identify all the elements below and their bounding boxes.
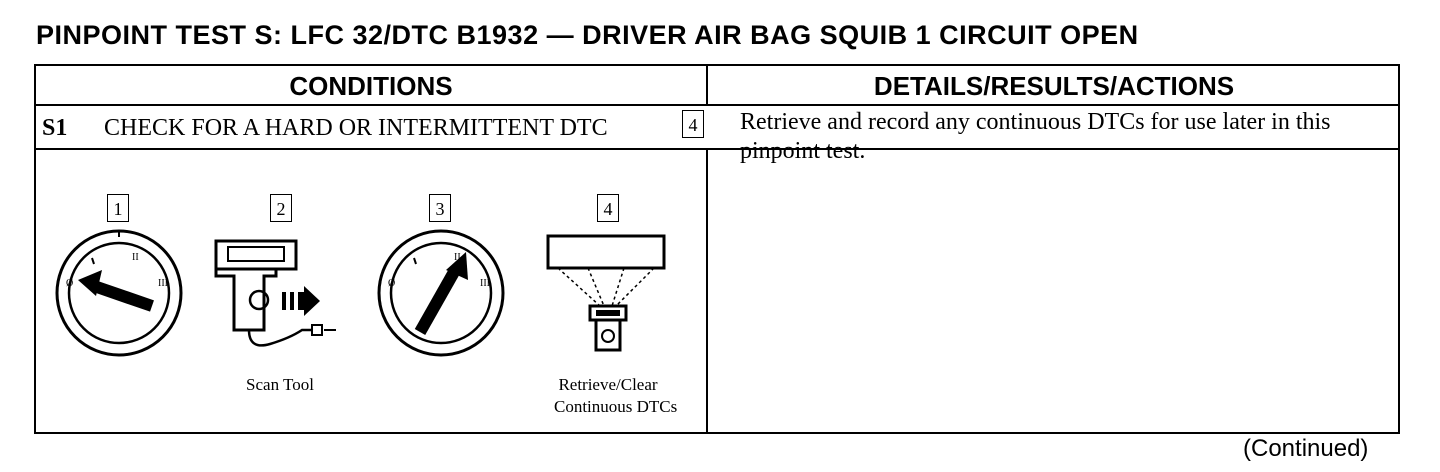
caption-line: Retrieve/Clear (558, 375, 658, 394)
scan-tool-display-icon (546, 234, 666, 352)
illustration-caption: Retrieve/Clear Continuous DTCs (554, 374, 678, 418)
illustration-number: 2 (270, 194, 292, 222)
svg-text:Ø: Ø (66, 278, 73, 289)
column-divider (706, 150, 708, 434)
header-row: CONDITIONS DETAILS/RESULTS/ACTIONS (36, 66, 1398, 106)
scan-tool-icon (214, 239, 336, 347)
illustration-number: 3 (429, 194, 451, 222)
step-id: S1 (42, 115, 68, 141)
column-divider (706, 66, 708, 106)
ignition-off-icon: Ø II III (55, 229, 183, 357)
action-text: Retrieve and record any continuous DTCs … (740, 109, 1331, 164)
page-title: PINPOINT TEST S: LFC 32/DTC B1932 — DRIV… (36, 20, 1139, 50)
illustration-caption: Scan Tool (246, 375, 314, 394)
svg-text:Ø: Ø (388, 278, 395, 289)
ignition-run-icon: Ø II III (377, 229, 505, 357)
pinpoint-test-table: CONDITIONS DETAILS/RESULTS/ACTIONS S1 CH… (34, 64, 1400, 434)
illustration-number: 4 (597, 194, 619, 222)
illustration-number: 1 (107, 194, 129, 222)
svg-text:II: II (132, 252, 139, 263)
details-header: DETAILS/RESULTS/ACTIONS (873, 71, 1235, 101)
svg-text:II: II (454, 252, 461, 263)
conditions-header: CONDITIONS (289, 71, 453, 101)
step-title: CHECK FOR A HARD OR INTERMITTENT DTC (104, 115, 608, 141)
continued-label: (Continued) (1243, 435, 1369, 462)
svg-text:III: III (158, 278, 168, 289)
step-row: S1 CHECK FOR A HARD OR INTERMITTENT DTC (36, 106, 1398, 150)
conditions-illustrations: 1 Ø II III 2 Scan Tool (36, 150, 706, 434)
action-number: 4 (682, 110, 704, 138)
svg-text:III: III (480, 278, 490, 289)
caption-line: Continuous DTCs (554, 397, 678, 416)
